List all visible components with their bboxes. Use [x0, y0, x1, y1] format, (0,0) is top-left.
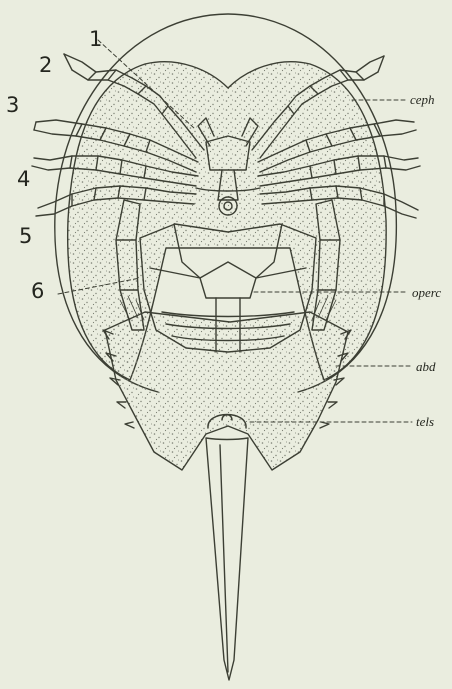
label-appendage-3: 3: [6, 95, 19, 116]
label-appendage-4: 4: [17, 169, 30, 190]
label-operc: operc: [412, 286, 441, 299]
label-appendage-6: 6: [31, 281, 44, 302]
label-appendage-5: 5: [19, 226, 32, 247]
label-tels: tels: [416, 415, 434, 428]
abdomen: [105, 312, 348, 470]
label-appendage-1: 1: [89, 29, 102, 50]
label-appendage-2: 2: [39, 55, 52, 76]
label-abd: abd: [416, 360, 436, 373]
label-ceph: ceph: [410, 93, 435, 106]
